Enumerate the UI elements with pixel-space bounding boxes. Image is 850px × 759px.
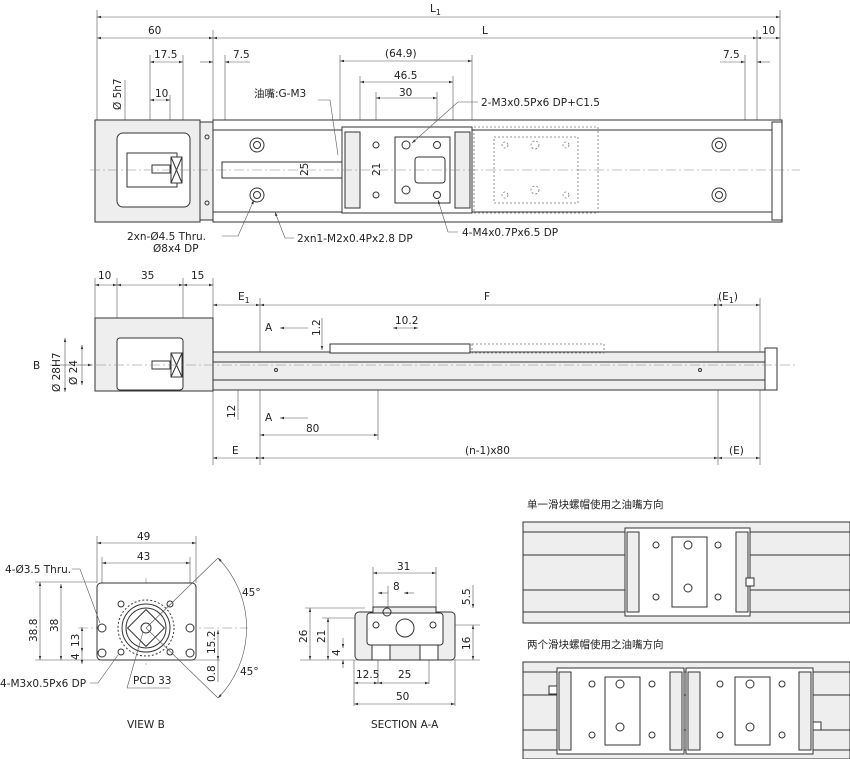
note-counterbore: Ø8x4 DP (153, 243, 199, 255)
dim-21: 21 (371, 163, 383, 176)
dim-80: 80 (306, 423, 319, 435)
dim-7-5-right: 7.5 (723, 49, 740, 61)
note-pcd: PCD 33 (133, 675, 171, 687)
note-oil-nipple: 油嘴:G-M3 (254, 87, 306, 100)
dim-26: 26 (298, 629, 310, 643)
dim-shaft-dia: Ø 5h7 (112, 78, 124, 110)
view-b-title: VIEW B (127, 719, 165, 731)
dim-30: 30 (399, 87, 412, 99)
dim-10: 10 (155, 88, 168, 100)
dim-64-9: (64.9) (385, 48, 417, 60)
dim-16: 16 (461, 636, 473, 650)
dim-49: 49 (137, 531, 150, 543)
dim-dia-28h7: Ø 28H7 (51, 352, 63, 392)
dim-F: F (484, 291, 490, 303)
dim-38-8: 38.8 (28, 619, 40, 642)
note-thru-holes: 4-Ø3.5 Thru. (5, 564, 71, 576)
angle-45-bottom: 45° (240, 666, 259, 678)
dim-n-minus-1-x80: (n-1)x80 (465, 445, 510, 457)
dim-5-5: 5.5 (461, 588, 473, 605)
dim-17-5: 17.5 (154, 49, 177, 61)
label-view-b-arrow: B (33, 360, 40, 372)
dim-38: 38 (49, 619, 61, 632)
dim-31: 31 (397, 561, 410, 573)
dim-E: E (232, 445, 239, 457)
dim-15-2: 15.2 (206, 631, 218, 654)
detail-double-title: 两个滑块螺帽使用之油嘴方向 (527, 638, 664, 651)
dim-10-2: 10.2 (395, 315, 418, 327)
note-tap-top: 2-M3x0.5Px6 DP+C1.5 (481, 97, 600, 109)
note-holes: 2xn-Ø4.5 Thru. (127, 231, 206, 243)
dim-section-4: 4 (331, 649, 343, 656)
section-a-a: 31 8 5.5 26 21 4 16 12.5 25 50 SECTION A… (298, 561, 480, 731)
dim-E1-paren: (E1) (718, 291, 738, 305)
dim-43: 43 (137, 551, 150, 563)
dim-L: L (482, 25, 488, 37)
angle-45-top: 45° (242, 587, 261, 599)
dim-L1: L1 (430, 3, 441, 17)
detail-panel-single: 单一滑块螺帽使用之油嘴方向 (522, 498, 850, 624)
dim-side-35: 35 (141, 270, 154, 282)
dim-side-15: 15 (191, 270, 204, 282)
note-tap-holes: 4-M3x0.5Px6 DP (0, 678, 86, 690)
dim-8: 8 (393, 581, 400, 593)
note-carriage-taps: 4-M4x0.7Px6.5 DP (462, 227, 558, 239)
dim-10-right: 10 (762, 25, 775, 37)
dim-50: 50 (396, 691, 409, 703)
dim-60: 60 (148, 25, 161, 37)
view-b: 49 43 38.8 38 13 4 15.2 0.8 45° 45° 4-Ø3… (0, 531, 261, 731)
section-a-a-title: SECTION A-A (371, 719, 439, 731)
dim-0-8: 0.8 (206, 665, 218, 682)
note-side-taps: 2xn1-M2x0.4Px2.8 DP (297, 233, 413, 245)
dim-E1: E1 (238, 291, 250, 305)
detail-single-title: 单一滑块螺帽使用之油嘴方向 (527, 498, 664, 511)
dim-12-5: 12.5 (356, 669, 379, 681)
dim-4: 4 (70, 653, 82, 660)
top-view: L1 60 L 10 17.5 7.5 (64.9) 46.5 30 7.5 1… (90, 3, 800, 255)
dim-12: 12 (226, 405, 238, 418)
label-section-a-top: A (265, 322, 273, 334)
dim-dia-24: Ø 24 (68, 360, 80, 385)
dim-7-5-left: 7.5 (233, 49, 250, 61)
dim-side-10: 10 (98, 270, 111, 282)
dim-25: 25 (299, 163, 311, 176)
dim-46-5: 46.5 (394, 70, 417, 82)
side-view: 10 35 15 E1 F (E1) 1.2 10.2 Ø 28H7 Ø 24 … (33, 270, 795, 465)
detail-panel-double: 两个滑块螺帽使用之油嘴方向 (522, 638, 850, 759)
dim-section-25: 25 (398, 669, 411, 681)
dim-1-2: 1.2 (311, 319, 323, 336)
label-section-a-bottom: A (265, 412, 273, 424)
dim-E-paren: (E) (729, 445, 744, 457)
dim-13: 13 (70, 634, 82, 647)
dim-section-21: 21 (316, 630, 328, 643)
